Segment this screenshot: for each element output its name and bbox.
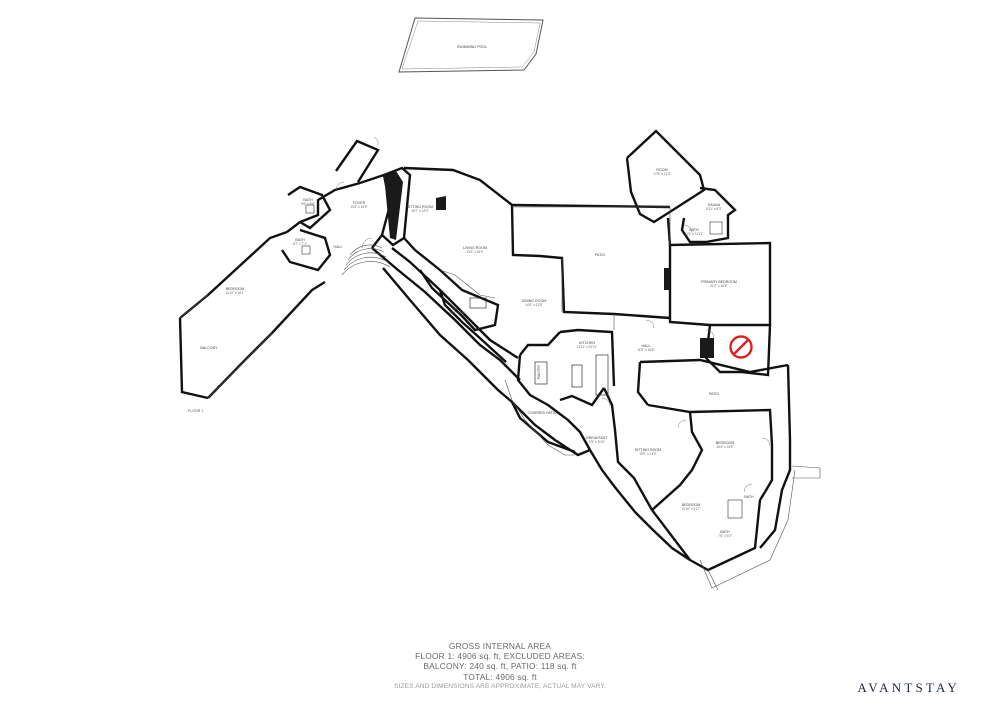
room-label: PRIMARY BEDROOM (701, 280, 737, 284)
room-label: SWIMMING POOL (457, 45, 487, 49)
room-label: BEDROOM (226, 287, 245, 291)
room-dims: 13'2" x 16'6" (350, 205, 367, 209)
glazing-lines (179, 206, 821, 591)
room-label: BATH (689, 228, 699, 232)
room-dims: 7'6" x 9'2" (718, 534, 732, 538)
room-dims: 13'4" x 26'0" (466, 250, 483, 254)
room-dims: 16'7" x 19'2" (411, 209, 428, 213)
room-dims: 14'11" x 18'1" (225, 291, 244, 295)
room-label: FOYER (353, 201, 366, 205)
room-label: BATH (303, 198, 313, 202)
room-label: BALCONY (200, 346, 218, 350)
room-dims: 5'6" x 8'8" (301, 202, 315, 206)
room-label: SITTING ROOM (635, 448, 661, 452)
room-dims: 11'9" x 11'11" (685, 232, 704, 236)
summary-excluded-line: BALCONY: 240 sq. ft, PATIO: 118 sq. ft (423, 661, 577, 672)
room-label: PATIO (709, 392, 719, 396)
room-label: SITTING ROOM (407, 205, 433, 209)
summary-total-line: TOTAL: 4906 sq. ft (463, 671, 537, 682)
room-label: DINING ROOM (522, 299, 547, 303)
room-label: ROOM (656, 168, 667, 172)
room-label: BATH (295, 238, 305, 242)
room-label: PANTRY (537, 364, 541, 379)
room-label: HALL (453, 307, 462, 311)
room-label: KITCHEN (579, 341, 595, 345)
room-label: HALL (334, 245, 343, 249)
bath-fixtures (301, 204, 743, 519)
summary-disclaimer: SIZES AND DIMENSIONS ARE APPROXIMATE, AC… (394, 682, 606, 690)
room-label: SAUNA (708, 203, 721, 207)
area-summary: GROSS INTERNAL AREA FLOOR 1: 4906 sq. ft… (300, 641, 700, 692)
room-dims: 8'11" x 6'3" (706, 207, 721, 211)
room-dims: 40'4" x 4'6" (449, 311, 465, 315)
summary-floor-line: FLOOR 1: 4906 sq. ft, EXCLUDED AREAS: (415, 651, 585, 662)
room-label: BATH (720, 530, 730, 534)
room-dims: 11'9" x 16'6" (637, 348, 654, 352)
door-swings (335, 136, 771, 493)
room-label: HALL (642, 344, 651, 348)
no-entry-icon (729, 335, 753, 359)
room-label: PATIO (595, 253, 605, 257)
brand-logo: AVANTSTAY (857, 680, 960, 695)
room-label: LIVING ROOM (463, 246, 487, 250)
kitchen-fixtures (469, 297, 609, 396)
room-label: BATH (744, 495, 754, 499)
swimming-pool (398, 17, 544, 73)
solid-wall-blocks (384, 171, 714, 358)
room-dims: 14'4" x 12'8" (525, 303, 542, 307)
room-label: COVERED PATIO (527, 411, 556, 415)
room-label: BREAKFAST (586, 436, 608, 440)
room-dims: 17'5" x 13'3" (653, 172, 670, 176)
room-dims: 16'4" x 16'5" (716, 445, 733, 449)
room-dims: 11'11" x 20'11" (577, 345, 597, 349)
room-label: BEDROOM (716, 441, 735, 445)
room-dims: 9'5" x 8'10" (589, 440, 605, 444)
room-dims: 14'10" x 21'7" (681, 507, 700, 511)
floor-label: FLOOR 1 (188, 409, 203, 413)
room-dims: 21'2" x 18'6" (710, 284, 727, 288)
summary-heading: GROSS INTERNAL AREA (448, 641, 552, 651)
room-label: BEDROOM (682, 503, 701, 507)
room-dims: 19'0" x 14'0" (639, 452, 656, 456)
room-labels: SWIMMING POOL FOYER 13'2" x 16'6" SITTIN… (200, 45, 754, 538)
room-dims: 8'7" x 7'1" (293, 242, 307, 246)
entry-steps (341, 244, 391, 276)
